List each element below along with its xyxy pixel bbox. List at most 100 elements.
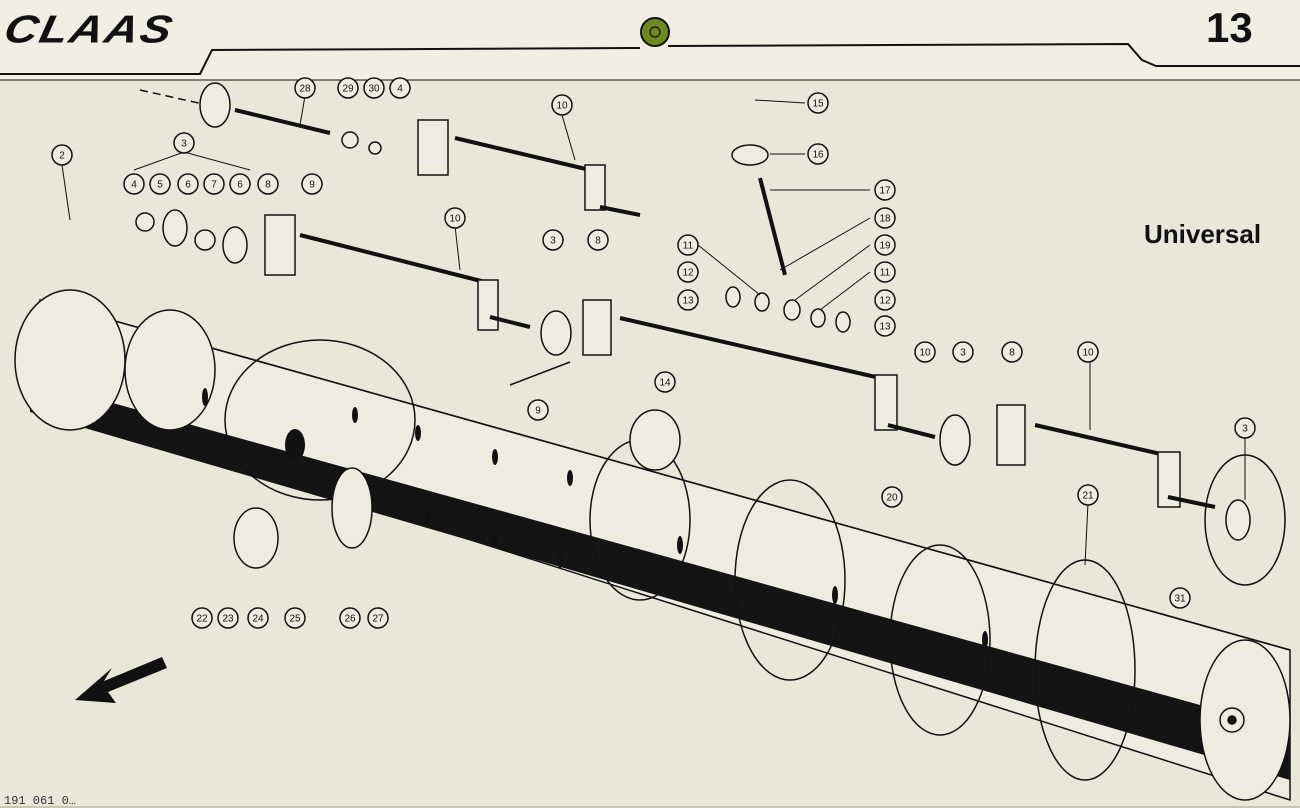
callout-circle — [284, 607, 306, 629]
callout-c27: 27 — [367, 607, 389, 629]
callout-c15: 15 — [807, 92, 829, 114]
callout-circle — [874, 315, 896, 337]
callout-number: 14 — [659, 378, 671, 389]
callout-number: 21 — [1082, 491, 1094, 502]
callout-circle — [952, 341, 974, 363]
callout-number: 18 — [879, 214, 891, 225]
callout-c2: 2 — [51, 144, 73, 166]
callout-number: 8 — [265, 180, 271, 191]
callout-c4a: 4 — [389, 77, 411, 99]
callout-c18: 18 — [874, 207, 896, 229]
callout-circle — [587, 229, 609, 251]
callout-number: 30 — [368, 84, 380, 95]
callout-number: 12 — [879, 296, 891, 307]
callout-number: 27 — [372, 614, 384, 625]
callout-c3c: 3 — [952, 341, 974, 363]
callout-circle — [444, 207, 466, 229]
callout-number: 20 — [886, 493, 898, 504]
callout-circle — [677, 289, 699, 311]
callout-number: 10 — [449, 214, 461, 225]
callout-number: 26 — [344, 614, 356, 625]
callout-c5: 5 — [149, 173, 171, 195]
callout-c26: 26 — [339, 607, 361, 629]
callout-number: 12 — [682, 268, 694, 279]
callout-number: 3 — [1242, 424, 1248, 435]
callout-c9b: 9 — [527, 399, 549, 421]
callout-c10b: 10 — [444, 207, 466, 229]
callout-circle — [123, 173, 145, 195]
callout-number: 11 — [880, 268, 891, 279]
callout-circle — [1001, 341, 1023, 363]
header-marker-icon — [640, 17, 670, 47]
callout-circle — [551, 94, 573, 116]
callout-number: 3 — [960, 348, 966, 359]
callout-number: 16 — [812, 150, 824, 161]
callout-number: 24 — [252, 614, 264, 625]
callout-number: 9 — [309, 180, 315, 191]
callout-circle — [654, 371, 676, 393]
callout-number: 4 — [397, 84, 403, 95]
callout-circle — [247, 607, 269, 629]
callout-number: 5 — [157, 180, 163, 191]
callout-circle — [807, 92, 829, 114]
callout-circle — [294, 77, 316, 99]
callout-c10c: 10 — [914, 341, 936, 363]
callout-circle — [149, 173, 171, 195]
page-number: 13 — [1206, 4, 1253, 51]
callout-number: 3 — [550, 236, 556, 247]
callout-c24: 24 — [247, 607, 269, 629]
callout-circle — [229, 173, 251, 195]
small-hardware — [135, 131, 851, 569]
callout-circle — [1169, 587, 1191, 609]
callout-c12a: 12 — [677, 261, 699, 283]
callout-number: 28 — [299, 84, 311, 95]
callout-number: 2 — [59, 151, 65, 162]
callout-circle — [881, 486, 903, 508]
callout-circle — [527, 399, 549, 421]
callout-number: 31 — [1174, 594, 1186, 605]
callout-c4b: 4 — [123, 173, 145, 195]
callout-number: 13 — [879, 322, 891, 333]
callout-circle — [677, 261, 699, 283]
callout-number: 11 — [683, 241, 694, 252]
callout-c13b: 13 — [874, 315, 896, 337]
callout-c6b: 6 — [229, 173, 251, 195]
callout-c20: 20 — [881, 486, 903, 508]
callout-number: 29 — [342, 84, 354, 95]
callout-circle — [177, 173, 199, 195]
callout-c8c: 8 — [1001, 341, 1023, 363]
callout-circle — [1077, 484, 1099, 506]
callout-c28: 28 — [294, 77, 316, 99]
callout-number: 22 — [196, 614, 208, 625]
callout-circle — [807, 143, 829, 165]
callout-number: 6 — [185, 180, 191, 191]
callout-circle — [874, 179, 896, 201]
callout-circle — [217, 607, 239, 629]
callout-c22: 22 — [191, 607, 213, 629]
callout-c17: 17 — [874, 179, 896, 201]
callout-c10d: 10 — [1077, 341, 1099, 363]
callout-circle — [191, 607, 213, 629]
callout-c11a: 11 — [677, 234, 699, 256]
callout-c31: 31 — [1169, 587, 1191, 609]
callout-number: 7 — [211, 180, 217, 191]
callout-c3a: 3 — [173, 132, 195, 154]
callout-number: 13 — [682, 296, 694, 307]
callout-c21: 21 — [1077, 484, 1099, 506]
callout-number: 9 — [535, 406, 541, 417]
callout-circle — [51, 144, 73, 166]
callout-circle — [257, 173, 279, 195]
callout-number: 3 — [181, 139, 187, 150]
callout-circle — [363, 77, 385, 99]
callout-circle — [874, 289, 896, 311]
callout-c13a: 13 — [677, 289, 699, 311]
callout-circle — [203, 173, 225, 195]
callout-circle — [301, 173, 323, 195]
callout-circle — [389, 77, 411, 99]
callout-circle — [173, 132, 195, 154]
callout-number: 10 — [919, 348, 931, 359]
callout-number: 15 — [812, 99, 824, 110]
